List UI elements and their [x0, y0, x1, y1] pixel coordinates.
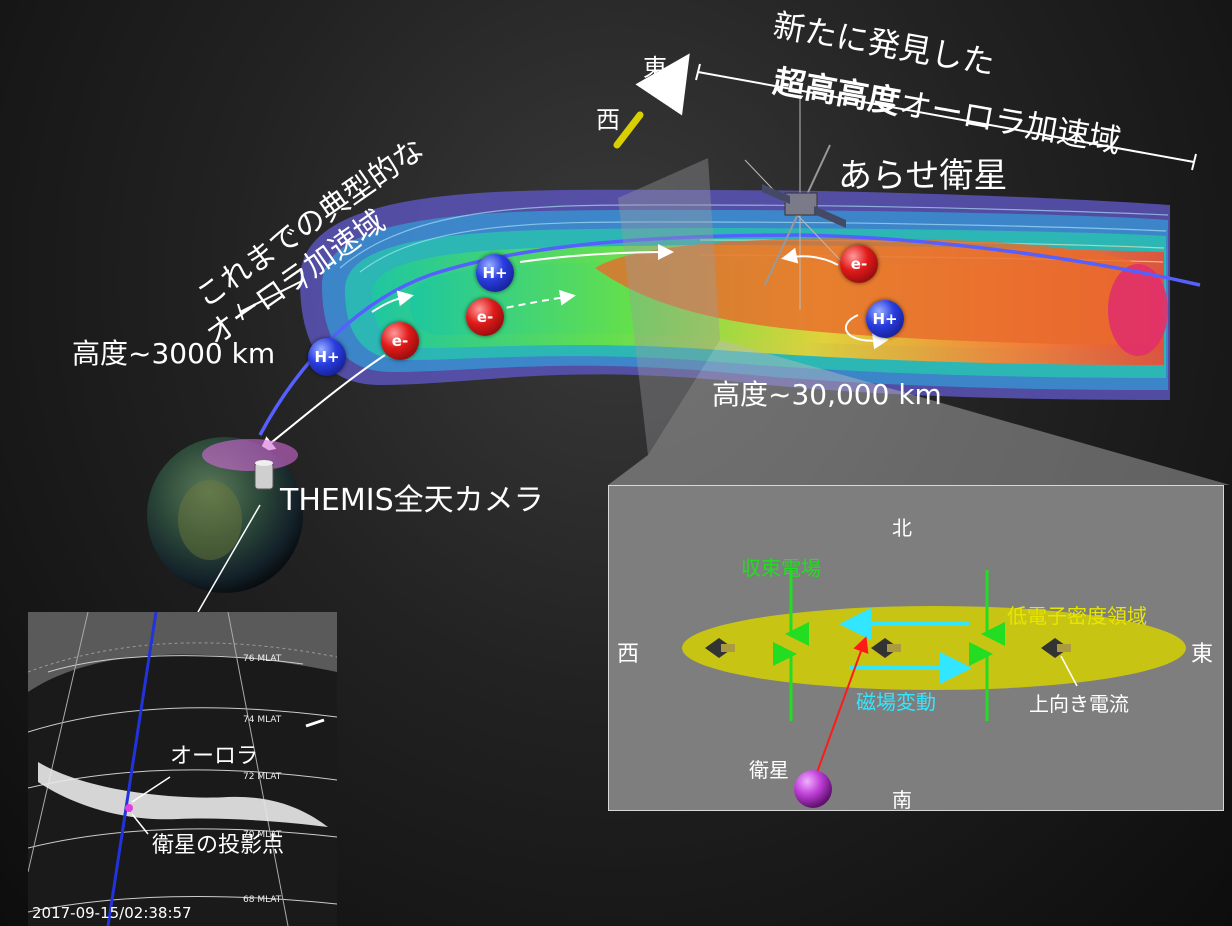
inset-north: 北 — [892, 516, 912, 540]
typical-region-scale — [237, 271, 308, 321]
electron-2: e- — [466, 298, 504, 336]
projection-beam — [608, 340, 1230, 485]
inset-panel: 北 南 西 東 収束電場 低電子密度領域 磁場変動 上向き電流 衛星 — [608, 485, 1224, 812]
altitude-low: 高度~3000 km — [72, 337, 276, 370]
east-arrow — [635, 53, 690, 116]
east-label-top: 東 — [643, 54, 667, 82]
convergent-field-label: 収束電場 — [741, 556, 821, 580]
current-marker — [705, 638, 735, 658]
proton-1: H+ — [308, 338, 346, 376]
mlat-70: 70 MLAT — [243, 830, 282, 840]
electron-arrow-3 — [781, 247, 839, 266]
electron-arrow-2 — [258, 354, 386, 453]
ion-arrow-1 — [371, 290, 414, 313]
allsky-image: 76 MLAT 74 MLAT 72 MLAT 70 MLAT 68 MLAT … — [28, 612, 337, 926]
ion-arrow-3 — [845, 314, 889, 350]
inset-east: 東 — [1191, 642, 1214, 667]
magnetic-field-line — [258, 233, 1201, 436]
current-marker — [1041, 638, 1071, 658]
allsky-graphic — [28, 612, 337, 926]
inset-west: 西 — [617, 642, 640, 667]
footpoint-label: 衛星の投影点 — [152, 833, 285, 858]
earth — [147, 437, 303, 613]
proton-3: H+ — [866, 300, 904, 338]
magnetic-variation-label: 磁場変動 — [856, 690, 936, 714]
inset-satellite-label: 衛星 — [749, 758, 789, 782]
current-pointer — [1060, 655, 1078, 687]
arase-satellite — [744, 95, 846, 310]
ion-arrow-2 — [519, 244, 674, 263]
aurora-label: オーロラ — [170, 744, 259, 769]
timestamp: 2017-09-15/02:38:57 — [32, 904, 192, 922]
low-density-label: 低電子密度領域 — [1007, 604, 1147, 628]
flux-tube — [300, 189, 1170, 400]
electron-1: e- — [381, 322, 419, 360]
upward-current-label: 上向き電流 — [1029, 692, 1129, 716]
west-label-top: 西 — [596, 106, 620, 134]
satellite-sphere — [794, 770, 832, 808]
altitude-high: 高度~30,000 km — [712, 378, 942, 411]
west-arrow — [613, 111, 644, 149]
mlat-76: 76 MLAT — [243, 654, 282, 664]
inset-south: 南 — [892, 788, 912, 812]
mlat-68: 68 MLAT — [243, 895, 282, 905]
mlat-72: 72 MLAT — [243, 772, 282, 782]
electron-3: e- — [840, 245, 878, 283]
proton-2: H+ — [476, 254, 514, 292]
inset-graphic — [682, 570, 1186, 808]
cross-section-plane — [618, 158, 720, 455]
mlat-74: 74 MLAT — [243, 715, 282, 725]
current-marker — [871, 638, 901, 658]
satellite-label: あらせ衛星 — [838, 156, 1008, 196]
satellite-trajectory — [814, 636, 869, 779]
electron-arrow-1 — [494, 289, 576, 311]
camera-label: THEMIS全天カメラ — [280, 483, 544, 518]
new-region-scale — [695, 63, 1197, 171]
